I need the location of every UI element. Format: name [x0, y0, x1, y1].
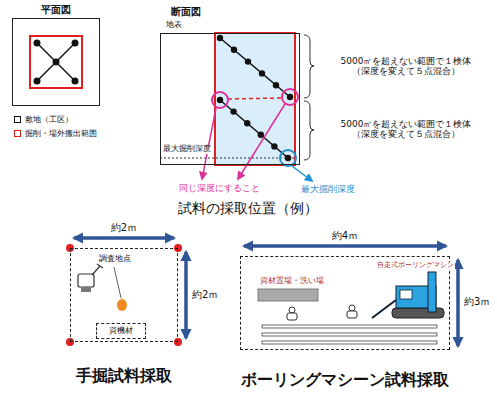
section-view-art	[160, 33, 314, 181]
caption: 試料の採取位置（例）	[178, 200, 318, 216]
depth-label: 最大掘削深度	[162, 145, 212, 154]
legend-text: 敷地（工区）	[25, 115, 73, 124]
dimension: 約2ｍ	[191, 289, 219, 301]
legend-text: 掘削・場外搬出範囲	[25, 129, 97, 138]
callout-note: 同じ深度にすること	[178, 183, 261, 193]
area-label: 資材置場・洗い場	[259, 276, 325, 285]
equipment-box: 資機材	[96, 323, 146, 339]
dimension: 約3ｍ	[463, 296, 491, 308]
machine-label: 自走式ボーリングマシン	[376, 262, 455, 269]
box-text: 資機材	[97, 326, 145, 335]
heading: 断面図	[171, 6, 201, 18]
boring-area-art	[244, 246, 458, 346]
legend-row: 敷地（工区）	[14, 115, 73, 124]
callout-note: 最大掘削深度	[300, 184, 356, 194]
ground-surface-label: 地表	[165, 20, 183, 29]
work-area: ボーリングマシーン試料採取	[240, 256, 450, 350]
legend-row: 掘削・場外搬出範囲	[14, 129, 97, 138]
point-label: 調査地点	[98, 254, 132, 263]
plan-view-art	[30, 36, 82, 88]
heading: ボーリングマシーン試料採取	[241, 371, 449, 389]
heading: 平面図	[41, 4, 71, 16]
dimension: 約4ｍ	[331, 230, 359, 242]
note: 5000㎡を超えない範囲で１検体 （深度を変えて５点混合）	[319, 56, 493, 77]
note: 5000㎡を超えない範囲で１検体 （深度を変えて５点混合）	[319, 119, 493, 140]
legend-swatch	[14, 130, 21, 137]
hand-dig-art	[66, 238, 186, 346]
heading: 手掘試料採取	[76, 367, 172, 385]
site-plan: 平面図	[12, 18, 100, 106]
dimension: 約2ｍ	[110, 222, 138, 234]
legend-swatch	[14, 116, 21, 123]
